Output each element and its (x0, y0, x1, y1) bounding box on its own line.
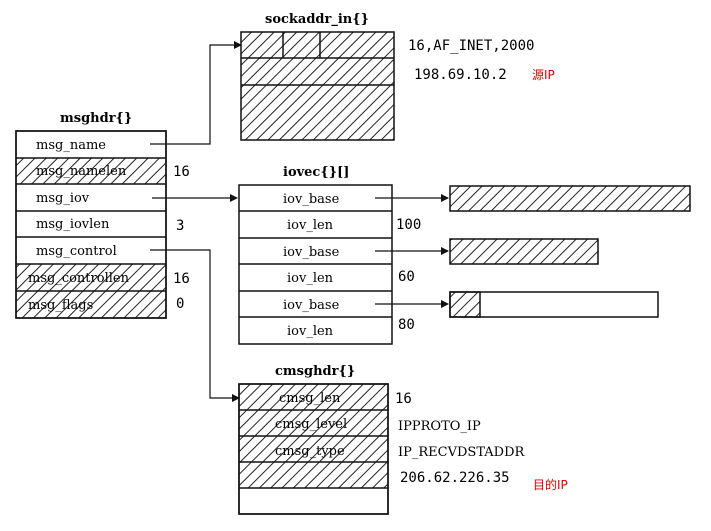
cmsghdr-box (238, 383, 389, 515)
msg-control-label: msg_control (36, 244, 117, 259)
sockaddr-ip: 198.69.10.2 (414, 67, 507, 83)
iov-len-label-3: iov_len (287, 324, 334, 339)
arrow-msg-control-to-cmsghdr (150, 249, 240, 402)
msg-iov-label: msg_iov (36, 191, 90, 206)
iov-len-label-2: iov_len (287, 271, 334, 286)
iovec-title: iovec{}[] (283, 165, 349, 180)
msg-namelen-label: msg_namelen (36, 164, 127, 179)
msg-controllen-label: msg_controllen (28, 271, 130, 286)
buffer-3 (449, 291, 659, 318)
iov-len-value-1: 100 (396, 217, 421, 233)
sockaddr-title: sockaddr_in{} (265, 12, 369, 27)
msg-controllen-value: 16 (173, 271, 190, 287)
msg-name-label: msg_name (36, 138, 106, 153)
iov-len-label-1: iov_len (287, 218, 334, 233)
cmsg-level-value: IPPROTO_IP (398, 419, 481, 434)
msg-flags-label: msg_flags (28, 298, 93, 313)
sockaddr-family-port: 16,AF_INET,2000 (408, 38, 534, 54)
cmsg-len-label: cmsg_len (279, 391, 341, 406)
cmsg-type-label: cmsg_type (275, 444, 345, 459)
iov-base-label-3: iov_base (283, 298, 340, 313)
source-ip-note: 源IP (532, 68, 555, 82)
destination-ip: 206.62.226.35 (400, 470, 510, 486)
arrow-msg-name-to-sockaddr (150, 41, 242, 145)
cmsg-len-value: 16 (395, 391, 412, 407)
msg-iovlen-value: 3 (176, 218, 184, 234)
msg-flags-value: 0 (176, 296, 184, 312)
iovec-box (238, 184, 393, 345)
destination-ip-note: 目的IP (533, 477, 568, 492)
buffer-2 (449, 238, 599, 265)
msghdr-box (15, 130, 167, 319)
cmsghdr-title: cmsghdr{} (275, 364, 355, 379)
cmsg-type-value: IP_RECVDSTADDR (398, 445, 526, 460)
msghdr-title: msghdr{} (60, 111, 132, 126)
msg-namelen-value: 16 (173, 164, 190, 180)
cmsg-level-label: cmsg_level (275, 417, 347, 432)
iov-len-value-2: 60 (398, 269, 415, 285)
buffer-1 (449, 185, 691, 212)
iov-base-label-1: iov_base (283, 192, 340, 207)
iov-base-label-2: iov_base (283, 245, 340, 260)
sockaddr-box (240, 31, 395, 141)
msg-iovlen-label: msg_iovlen (36, 217, 110, 232)
iov-len-value-3: 80 (398, 317, 415, 333)
